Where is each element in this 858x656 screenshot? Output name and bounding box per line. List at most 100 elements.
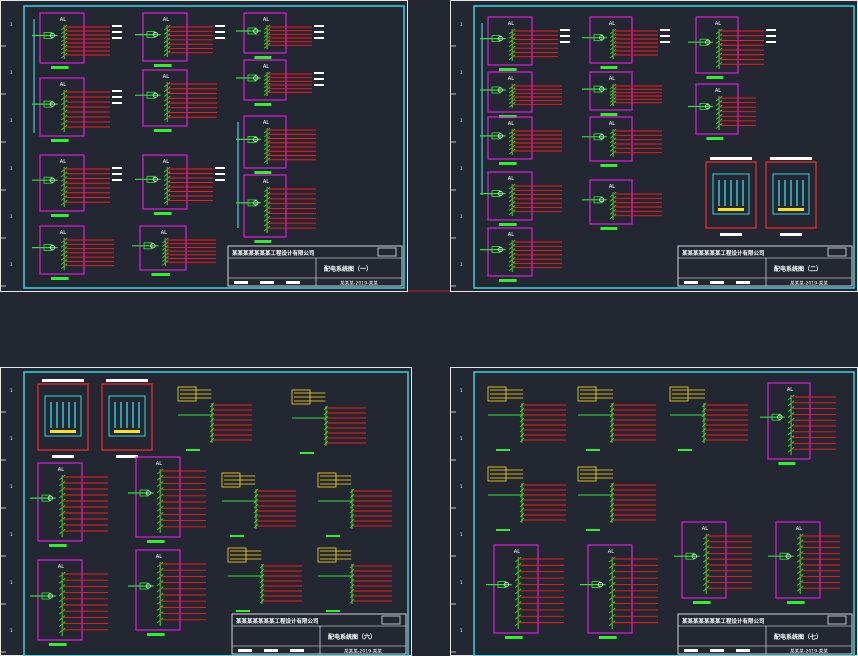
circuit-breaker-symbol	[263, 127, 271, 134]
drawing-sheet-4[interactable]: 111111某某某某某某某工程设计有限公司配电系统图（七）某某某-2019-某某…	[450, 367, 858, 656]
panel-label-bar	[151, 273, 170, 276]
main-breaker-symbol	[43, 32, 53, 39]
circuit-breaker-symbol	[508, 265, 516, 272]
meter-symbol	[599, 134, 605, 140]
circuit-tag-mark	[112, 31, 122, 33]
drawing-sheet-3[interactable]: 111111某某某某某某某工程设计有限公司配电系统图（六）某某某-2019-某某…	[0, 367, 412, 656]
sheet-inner-frame	[23, 371, 409, 656]
circuit-breaker-symbol	[60, 254, 68, 261]
cabinet-elevation	[705, 161, 757, 229]
feeder-breaker-symbol	[323, 440, 329, 446]
circuit-breaker-symbol	[609, 36, 617, 43]
circuit-tag-mark	[215, 31, 225, 33]
panel-label-bar	[706, 76, 724, 79]
circuit-breaker-symbol	[263, 136, 271, 142]
circuit-breaker-symbol	[162, 259, 169, 266]
circuit-breaker-symbol	[58, 504, 66, 511]
circuit-breaker-symbol	[508, 183, 516, 190]
margin-mark: 1	[10, 388, 13, 393]
circuit-breaker-symbol	[163, 100, 171, 107]
feeder-label-bar	[678, 449, 692, 451]
main-breaker-symbol	[491, 190, 501, 198]
feeder-breaker-symbol	[253, 503, 259, 509]
drawing-sheet-1[interactable]: 111111某某某某某某某工程设计有限公司配电系统图（一）某某某-2019-某某…	[0, 0, 408, 292]
distribution-panel	[487, 171, 533, 221]
circuit-breaker-symbol	[58, 627, 66, 634]
circuit-breaker-symbol	[608, 607, 616, 614]
meter-symbol	[497, 133, 503, 139]
circuit-breaker-symbol	[156, 598, 164, 605]
circuit-breaker-symbol	[163, 114, 171, 121]
feeder-breaker-symbol	[349, 583, 355, 589]
feeder-breaker-symbol	[609, 432, 615, 438]
distribution-panel	[37, 462, 83, 542]
panel-label-bar	[499, 279, 517, 282]
circuit-breaker-symbol	[609, 90, 617, 96]
feeder-breaker-symbol	[701, 422, 707, 428]
title-block-field	[234, 281, 248, 284]
circuit-breaker-symbol	[787, 400, 795, 407]
drawing-title: 配电系统图（七）	[774, 633, 822, 641]
circuit-breaker-symbol	[60, 124, 68, 131]
margin-mark: 1	[460, 22, 463, 27]
feeder-breaker-symbol	[349, 598, 355, 604]
circuit-breaker-symbol	[163, 91, 171, 97]
panel-tag-mark: AL	[508, 232, 514, 238]
panel-label-bar	[154, 129, 172, 132]
circuit-tag-mark	[112, 173, 122, 175]
meter-symbol	[152, 92, 158, 98]
circuit-tag-mark	[112, 102, 122, 104]
circuit-breaker-symbol	[508, 256, 516, 263]
circuit-breaker-symbol	[508, 243, 516, 250]
panel-tag-mark: AL	[163, 159, 169, 165]
margin-mark: 1	[460, 436, 463, 441]
feeder-breaker-symbol	[609, 507, 615, 513]
circuit-breaker-symbol	[715, 52, 723, 59]
feeder-breaker-symbol	[609, 427, 615, 433]
feeder-breaker-symbol	[609, 422, 615, 428]
main-breaker-symbol	[593, 85, 603, 93]
distribution-panel	[243, 59, 287, 101]
circuit-breaker-symbol	[263, 90, 271, 96]
circuit-breaker-symbol	[508, 128, 516, 135]
margin-mark: 1	[460, 70, 463, 75]
circuit-breaker-symbol	[609, 137, 617, 143]
circuit-breaker-symbol	[796, 580, 804, 586]
circuit-breaker-symbol	[163, 33, 171, 39]
circuit-breaker-symbol	[514, 569, 522, 576]
circuit-breaker-symbol	[609, 93, 617, 100]
circuit-breaker-symbol	[508, 187, 516, 194]
distribution-panel	[589, 116, 633, 162]
distribution-panel	[243, 115, 287, 169]
company-logo-box	[827, 615, 847, 625]
margin-mark: 1	[460, 628, 463, 633]
panel-tag-mark: AL	[508, 176, 514, 182]
distribution-panel	[139, 225, 187, 271]
distribution-panel	[487, 16, 533, 66]
circuit-breaker-symbol	[60, 166, 68, 173]
feeder-breaker-symbol	[349, 563, 355, 569]
panel-tag-mark: AL	[58, 564, 64, 570]
circuit-breaker-symbol	[58, 498, 66, 505]
circuit-breaker-symbol	[514, 588, 522, 595]
margin-mark: 1	[10, 166, 13, 171]
circuit-breaker-symbol	[263, 75, 271, 81]
meter-symbol	[253, 75, 259, 81]
circuit-breaker-symbol	[508, 102, 516, 108]
circuit-breaker-symbol	[60, 109, 68, 116]
panel-label-bar	[600, 113, 618, 116]
circuit-breaker-symbol	[514, 575, 522, 582]
panel-tag-mark: AL	[508, 21, 514, 27]
circuit-breaker-symbol	[156, 518, 164, 524]
feeder-label-bar	[230, 535, 244, 537]
circuit-breaker-symbol	[163, 95, 171, 102]
panel-label-bar	[600, 66, 618, 69]
drawing-sheet-2[interactable]: 111111某某某某某某某工程设计有限公司配电系统图（二）某某某-2019-某某…	[450, 0, 858, 292]
circuit-tag-mark	[112, 37, 122, 39]
feeder-breaker-symbol	[349, 508, 355, 514]
drawing-title: 配电系统图（一）	[324, 265, 372, 273]
circuit-breaker-symbol	[163, 81, 171, 88]
circuit-breaker-symbol	[163, 24, 171, 31]
feeder-breaker-symbol	[609, 402, 615, 408]
circuit-breaker-symbol	[156, 468, 164, 475]
